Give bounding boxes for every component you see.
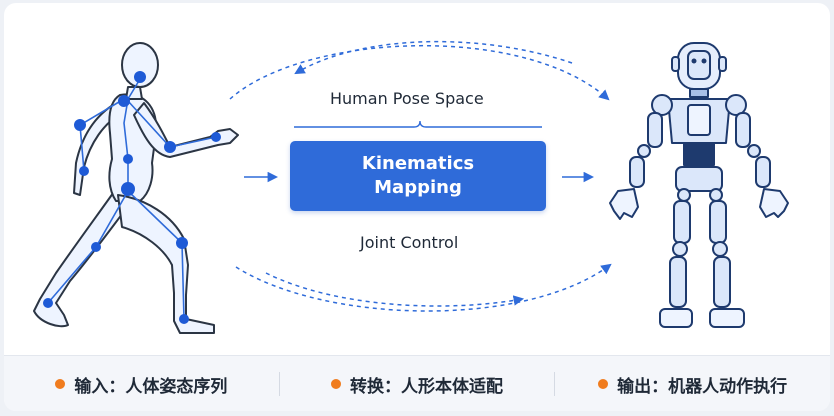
footer-bar: 输入：人体姿态序列 转换：人形本体适配 输出：机器人动作执行 <box>4 355 830 411</box>
joint-control-label: Joint Control <box>360 233 459 252</box>
bottom-arc-arrow <box>235 263 612 312</box>
pose-space-bracket <box>294 120 542 128</box>
footer-transform-label: 转换：人形本体适配 <box>350 376 503 397</box>
bullet-dot <box>331 379 341 389</box>
box-title-line1: Kinematics <box>361 153 475 174</box>
footer-output-label: 输出：机器人动作执行 <box>617 376 788 397</box>
footer-item-output: 输出：机器人动作执行 <box>555 372 830 397</box>
kinematics-mapping-box: Kinematics Mapping <box>290 141 546 211</box>
bullet-dot <box>55 379 66 389</box>
diagram-card: Human Pose Space Kinematics Mapping Join… <box>4 3 830 411</box>
bullet-dot <box>598 379 609 389</box>
robot-figure <box>609 42 789 328</box>
top-arc-inner-arrow <box>294 40 573 75</box>
box-title-line2: Mapping <box>374 177 462 198</box>
footer-divider <box>554 372 556 396</box>
human-joints <box>43 71 221 324</box>
footer-input-label: 输入：人体姿态序列 <box>74 376 228 397</box>
footer-divider <box>278 372 280 396</box>
footer-item-input: 输入：人体姿态序列 <box>4 372 279 397</box>
pose-space-label: Human Pose Space <box>330 89 484 108</box>
footer-item-transform: 转换：人形本体适配 <box>280 372 555 397</box>
diagram-canvas <box>33 40 789 334</box>
bottom-arc-inner-arrow <box>265 272 525 307</box>
